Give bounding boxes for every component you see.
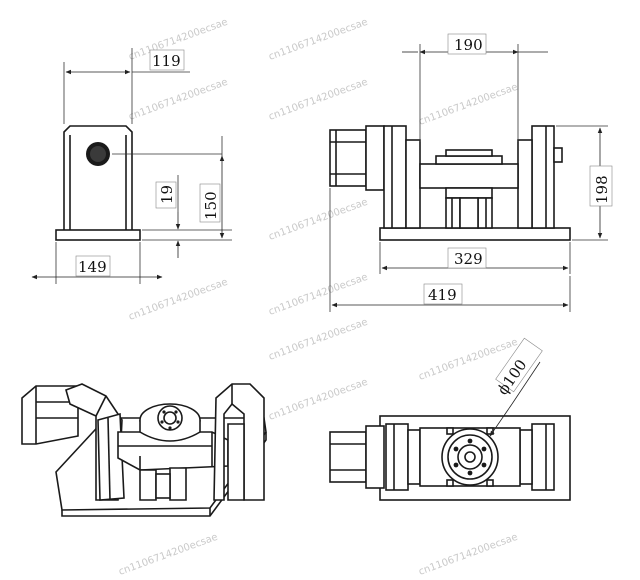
watermark: cn1106714200ecsae <box>267 317 369 363</box>
watermark: cn1106714200ecsae <box>267 77 369 123</box>
dim-front-overall-width: 419 <box>428 286 457 304</box>
watermark: cn1106714200ecsae <box>267 272 369 318</box>
dim-front-top-width: 190 <box>454 36 483 54</box>
front-view: 190 198 329 419 <box>329 33 613 312</box>
watermark: cn1106714200ecsae <box>417 532 519 578</box>
dim-side-offset: 19 <box>158 185 176 204</box>
watermark: cn1106714200ecsae <box>117 532 219 578</box>
watermark: cn1106714200ecsae <box>127 277 229 323</box>
watermark: cn1106714200ecsae <box>267 197 369 243</box>
side-view: 119 150 19 149 <box>31 48 232 284</box>
watermark: cn1106714200ecsae <box>267 377 369 423</box>
isometric-view <box>21 383 267 517</box>
top-view: ϕ100 <box>329 337 571 501</box>
dim-side-base: 149 <box>78 258 107 276</box>
dim-front-inner-width: 329 <box>454 250 483 268</box>
dim-front-height: 198 <box>593 175 611 204</box>
dim-side-height: 150 <box>202 191 220 220</box>
watermark: cn1106714200ecsae <box>267 17 369 63</box>
watermark: cn1106714200ecsae <box>417 82 519 128</box>
dim-side-width: 119 <box>152 52 181 70</box>
watermark: cn1106714200ecsae <box>127 77 229 123</box>
